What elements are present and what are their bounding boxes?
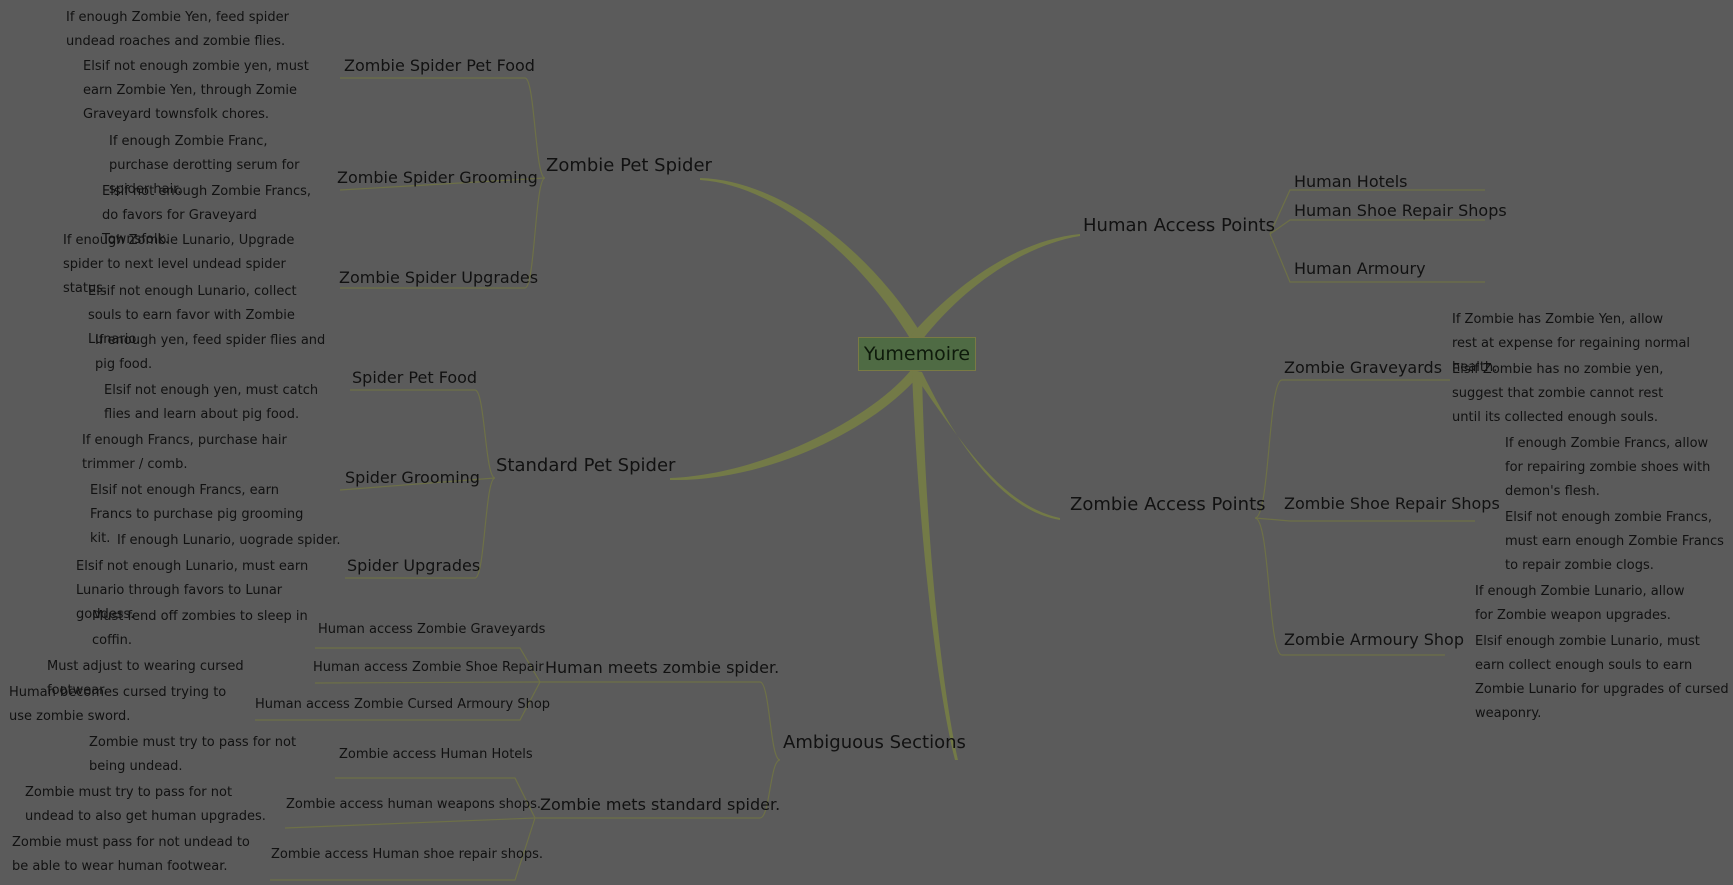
leaf-zombie-spider-grooming-if[interactable]: If enough Zombie Franc, purchase derotti… — [109, 134, 300, 197]
subtopic-zombie-spider-upgrades[interactable]: Zombie Spider Upgrades — [339, 268, 539, 287]
subtopic-zombie-shoe-repair-shops[interactable]: Zombie Shoe Repair Shops — [1284, 494, 1500, 513]
branch-ambiguous — [912, 372, 958, 760]
main-branches — [670, 178, 1080, 760]
root-node[interactable]: Yumemoire — [858, 337, 976, 371]
subtopic-zombie-armoury-shop[interactable]: Zombie Armoury Shop — [1284, 630, 1464, 649]
branch-zombie-pet-spider — [700, 178, 922, 340]
leaf-zombie-graveyards-elsif[interactable]: Elsif Zombie has no zombie yen, suggest … — [1452, 362, 1664, 425]
item-human-armoury[interactable]: Human Armoury — [1294, 259, 1426, 278]
leaf-human-armoury[interactable]: Human becomes cursed trying to use zombi… — [9, 685, 227, 724]
item-human-hotels[interactable]: Human Hotels — [1294, 172, 1408, 191]
subtopic-spider-pet-food[interactable]: Spider Pet Food — [352, 368, 478, 387]
branch-zombie-access — [911, 370, 1060, 520]
branch-human-access — [911, 234, 1080, 340]
leaf-spider-food-if[interactable]: If enough yen, feed spider flies and pig… — [95, 333, 326, 372]
item-zombie-access-human-hotels[interactable]: Zombie access Human Hotels — [339, 747, 533, 762]
leaf-zombie-hotels[interactable]: Zombie must try to pass for not being un… — [89, 735, 297, 774]
leaf-zombie-shoe-elsif[interactable]: Elsif not enough zombie Francs, must ear… — [1505, 510, 1724, 573]
leaf-human-shoe-repair[interactable]: Must adjust to wearing cursed footwear. — [47, 659, 244, 698]
item-zombie-access-shoe-repair[interactable]: Zombie access Human shoe repair shops. — [271, 847, 544, 862]
leaf-zombie-spider-food-if[interactable]: If enough Zombie Yen, feed spider undead… — [66, 10, 290, 49]
leaf-spider-food-elsif[interactable]: Elsif not enough yen, must catch flies a… — [104, 383, 319, 422]
leaf-spider-grooming-elsif[interactable]: Elsif not enough Francs, earn Francs to … — [90, 483, 304, 546]
leaf-zombie-graveyards-if[interactable]: If Zombie has Zombie Yen, allow rest at … — [1452, 312, 1691, 375]
topic-standard-pet-spider[interactable]: Standard Pet Spider — [496, 455, 676, 476]
item-human-shoe-repair-shops[interactable]: Human Shoe Repair Shops — [1294, 201, 1507, 220]
topic-zombie-pet-spider[interactable]: Zombie Pet Spider — [546, 155, 712, 176]
sub-branches — [255, 77, 1485, 881]
leaf-zombie-spider-grooming-elsif[interactable]: Elsif not enough Zombie Francs, do favor… — [102, 184, 312, 247]
topic-ambiguous-sections[interactable]: Ambiguous Sections — [783, 732, 966, 753]
leaf-zombie-shoe-if[interactable]: If enough Zombie Francs, allow for repai… — [1505, 436, 1711, 499]
leaf-spider-upgrades-if[interactable]: If enough Lunario, uograde spider. — [117, 533, 341, 548]
topic-zombie-access-points[interactable]: Zombie Access Points — [1070, 494, 1266, 515]
leaf-zombie-armoury-if[interactable]: If enough Zombie Lunario, allow for Zomb… — [1475, 584, 1685, 623]
item-human-access-zombie-armoury[interactable]: Human access Zombie Cursed Armoury Shop — [255, 697, 551, 712]
leaf-spider-grooming-if[interactable]: If enough Francs, purchase hair trimmer … — [82, 433, 287, 472]
item-zombie-access-weapons-shops[interactable]: Zombie access human weapons shops. — [286, 797, 542, 812]
subtopic-zombie-spider-grooming[interactable]: Zombie Spider Grooming — [337, 168, 538, 187]
leaf-zombie-shoe-repair[interactable]: Zombie must pass for not undead to be ab… — [12, 835, 250, 874]
leaf-zombie-armoury-elsif[interactable]: Elsif enough zombie Lunario, must earn c… — [1475, 634, 1729, 721]
leaf-zombie-spider-upgrades-elsif[interactable]: Elsif not enough Lunario, collect souls … — [88, 284, 297, 347]
subtopic-zombie-graveyards[interactable]: Zombie Graveyards — [1284, 358, 1443, 377]
leaf-zombie-spider-upgrades-if[interactable]: If enough Zombie Lunario, Upgrade spider… — [63, 233, 295, 296]
subtopic-human-meets-zombie-spider[interactable]: Human meets zombie spider. — [545, 658, 780, 677]
item-human-access-zombie-graveyards[interactable]: Human access Zombie Graveyards — [318, 622, 546, 637]
leaf-spider-upgrades-elsif[interactable]: Elsif not enough Lunario, must earn Luna… — [76, 559, 309, 622]
leaf-zombie-weapons[interactable]: Zombie must try to pass for not undead t… — [25, 785, 266, 824]
leaf-human-graveyards[interactable]: Must fend off zombies to sleep in coffin… — [92, 609, 308, 648]
item-human-access-zombie-shoe-repair[interactable]: Human access Zombie Shoe Repair — [313, 660, 544, 675]
branch-standard-pet-spider — [670, 370, 922, 481]
subtopic-zombie-mets-standard-spider[interactable]: Zombie mets standard spider. — [540, 795, 781, 814]
subtopic-spider-upgrades[interactable]: Spider Upgrades — [347, 556, 481, 575]
subtopic-spider-grooming[interactable]: Spider Grooming — [345, 468, 480, 487]
leaf-zombie-spider-food-elsif[interactable]: Elsif not enough zombie yen, must earn Z… — [83, 59, 309, 122]
subtopic-zombie-spider-pet-food[interactable]: Zombie Spider Pet Food — [344, 56, 535, 75]
topic-human-access-points[interactable]: Human Access Points — [1083, 215, 1276, 236]
